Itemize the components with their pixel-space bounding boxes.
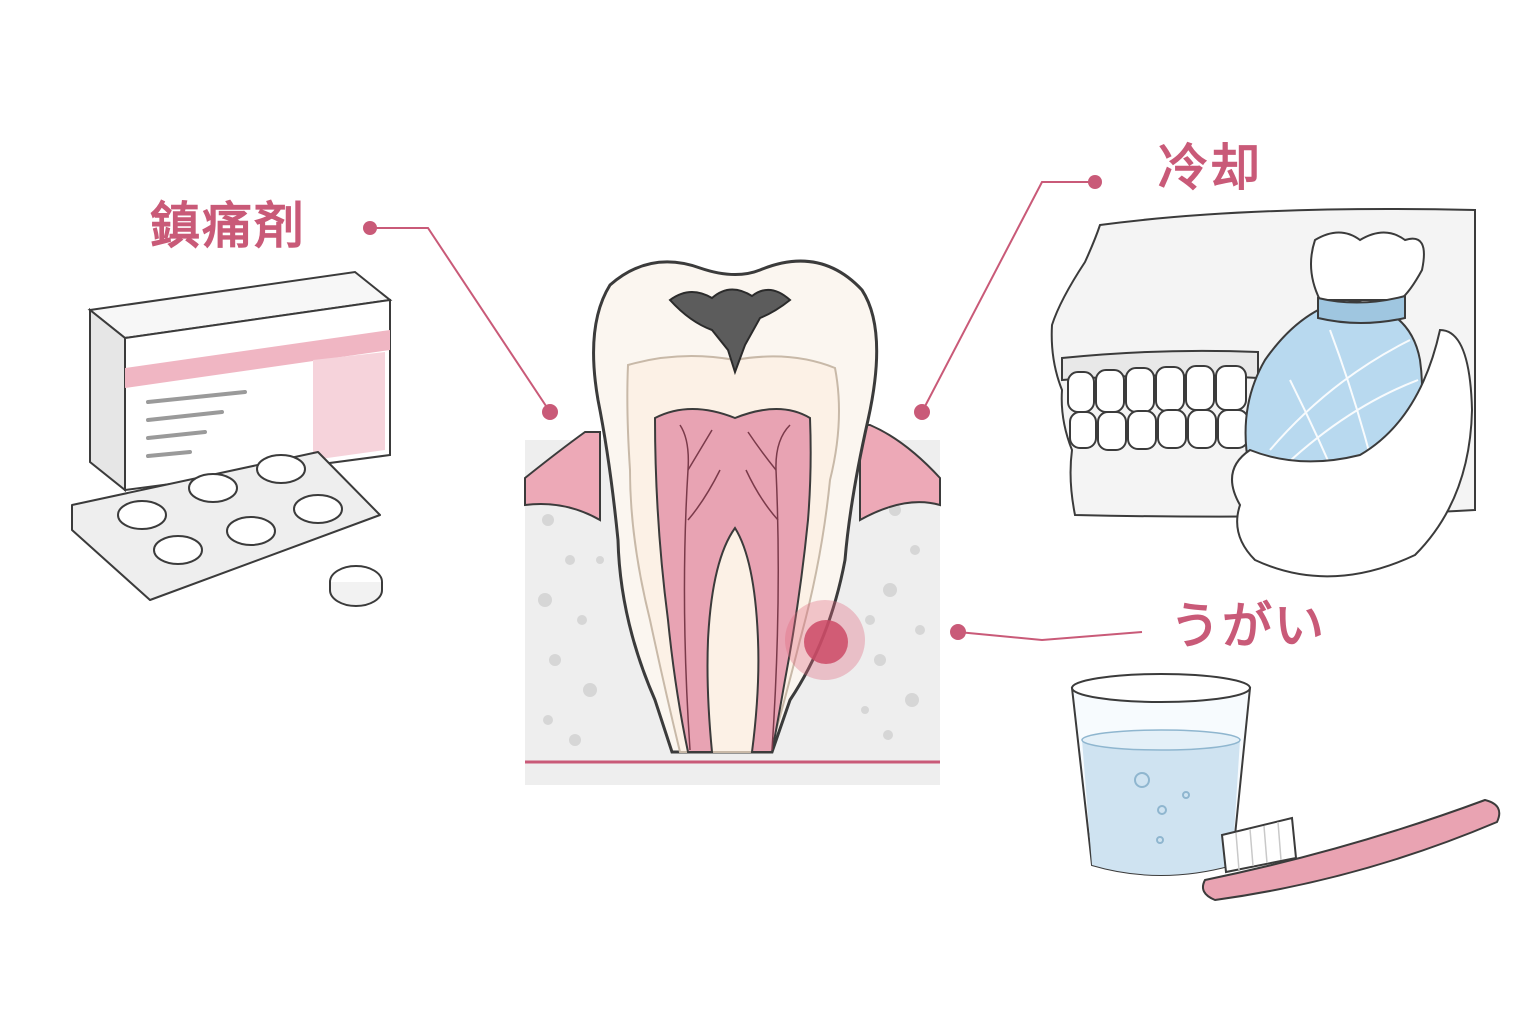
nerve-branches <box>679 424 791 751</box>
connector-lines <box>363 175 1143 642</box>
cup-rim <box>1071 673 1251 703</box>
tooth-pulp <box>653 408 812 753</box>
ice-pack-cheek-icon <box>1050 208 1476 578</box>
toothbrush-icon <box>1202 798 1501 902</box>
gum-right <box>859 424 941 522</box>
bone-pores <box>538 504 925 746</box>
connector-dot-cooling <box>1088 175 1102 189</box>
gum-left <box>524 431 601 522</box>
towel-wrap <box>1231 328 1474 578</box>
connector-dot-painkiller-end <box>542 404 558 420</box>
lower-teeth <box>1069 409 1249 451</box>
toothbrush-handle <box>1202 798 1501 902</box>
tablets <box>117 454 343 565</box>
connector-dot-gargle <box>950 624 966 640</box>
toothbrush-bristles <box>1220 816 1298 874</box>
bag-tie <box>1317 294 1406 324</box>
medicine-box-side <box>89 307 126 493</box>
connector-painkiller <box>370 227 551 413</box>
connector-dot-cooling-end <box>914 404 930 420</box>
medicine-box-stripe <box>125 330 390 388</box>
label-painkiller: 鎮痛剤 <box>150 197 306 255</box>
abscess-core <box>804 620 848 664</box>
cavity <box>668 288 792 376</box>
painkiller-tablets-icon <box>71 270 393 607</box>
label-gargle: うがい <box>1170 597 1326 655</box>
cup-water <box>1082 740 1240 875</box>
towel-knot <box>1310 231 1425 301</box>
connector-cooling <box>921 181 1095 413</box>
water-cup-icon <box>1070 673 1252 876</box>
bubbles <box>1134 772 1190 844</box>
water-surface <box>1081 729 1241 751</box>
medicine-box-panel <box>313 352 385 460</box>
label-cooling: 冷却 <box>1158 139 1262 197</box>
connector-dot-painkiller <box>363 221 377 235</box>
tooth-cross-section-icon <box>524 259 941 785</box>
connector-gargle <box>957 631 1143 642</box>
